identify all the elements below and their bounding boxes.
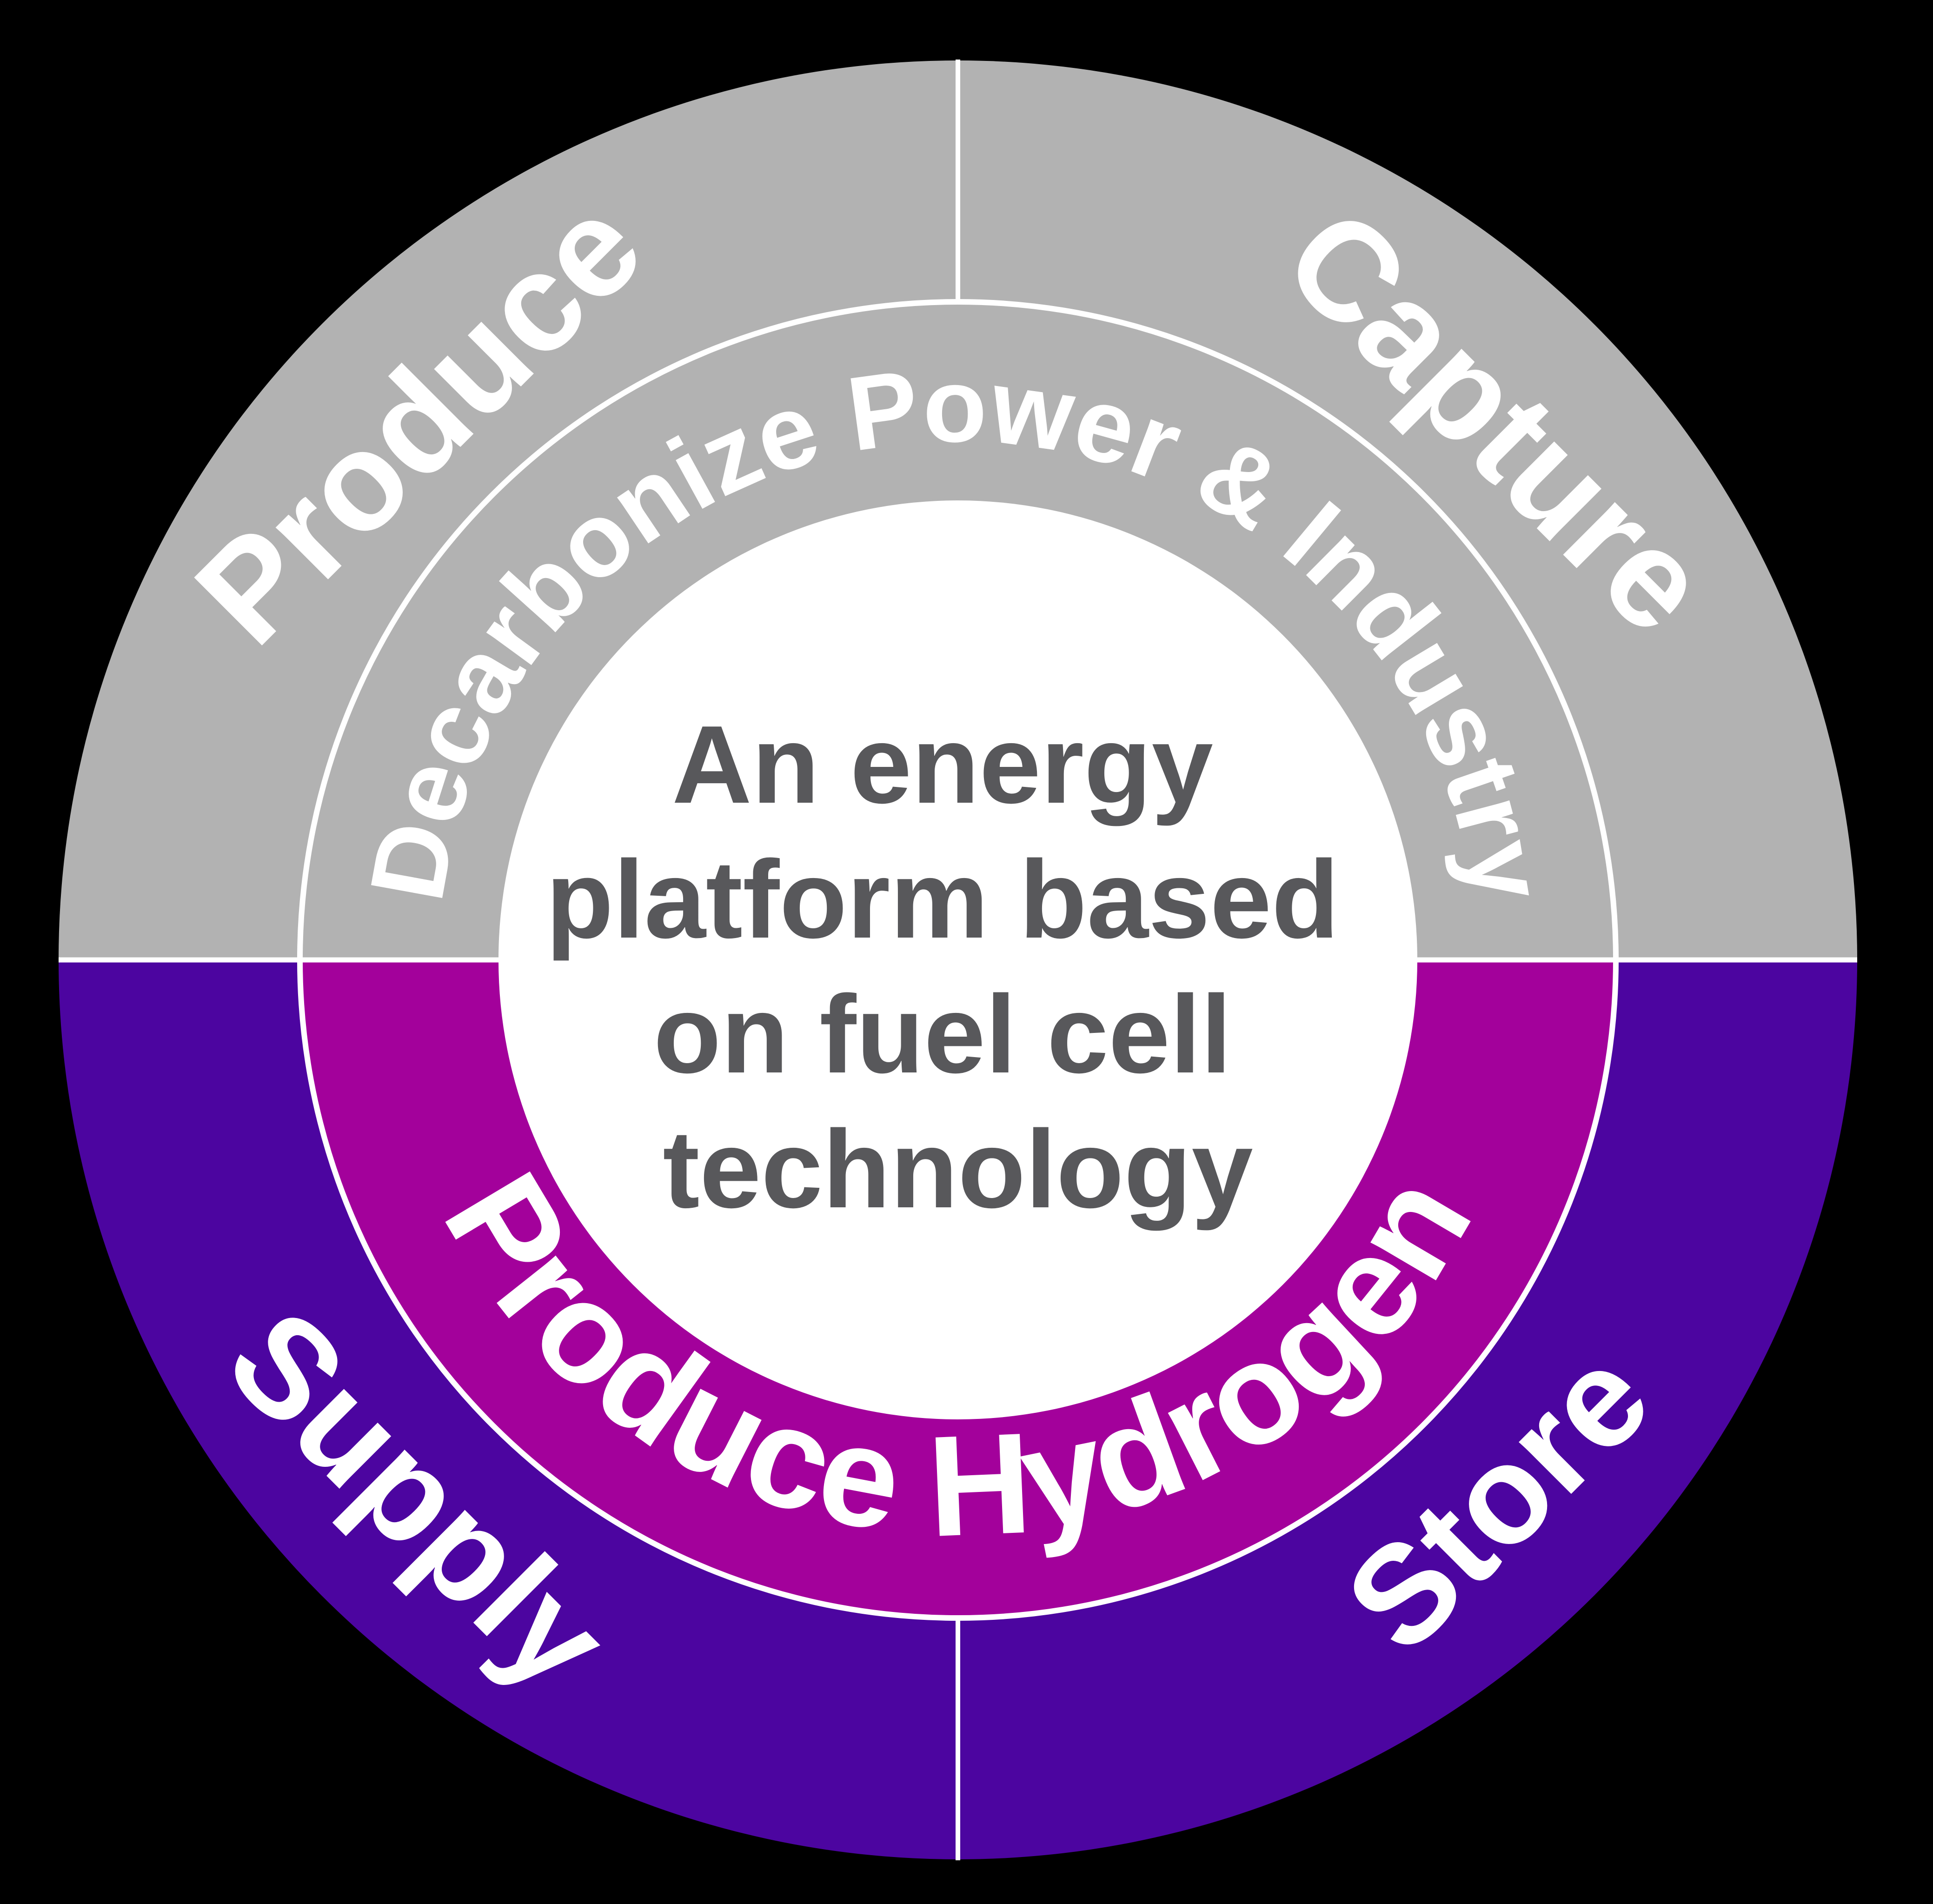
center-message-line-1: An energy (672, 703, 1213, 826)
center-message-line-3: on fuel cell (653, 973, 1231, 1096)
center-message: An energy platform based on fuel cell te… (546, 703, 1370, 1231)
center-message-line-4: technology (663, 1108, 1253, 1231)
center-message-line-2: platform based (546, 838, 1339, 961)
divider-lines (59, 60, 1857, 1860)
